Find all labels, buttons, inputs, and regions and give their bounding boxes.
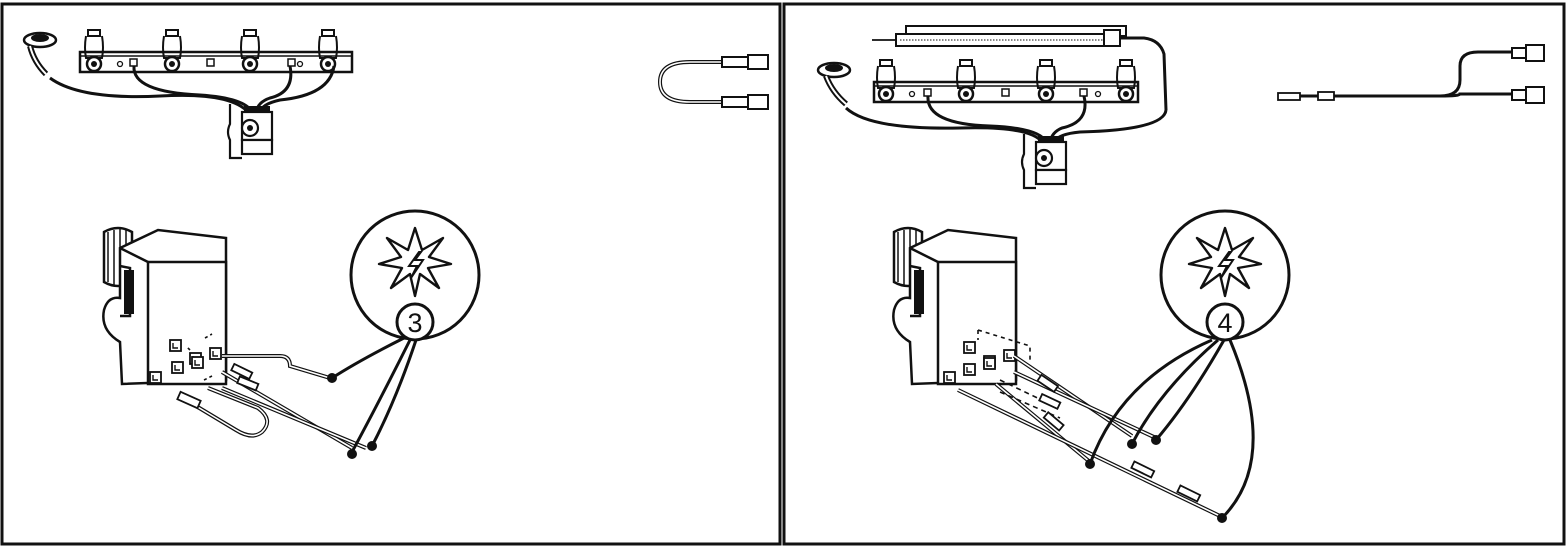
burner-manifold-icon xyxy=(22,28,354,160)
ignition-wire-icon xyxy=(1277,44,1545,104)
spark-module-icon xyxy=(892,226,1221,518)
spark-callout: 4 xyxy=(1085,209,1291,523)
spark-module-icon xyxy=(102,226,367,450)
right-panel: 4 xyxy=(816,25,1545,523)
left-panel-frame xyxy=(0,2,782,546)
ignition-wire-icon xyxy=(657,54,769,110)
callout-number-3: 3 xyxy=(407,308,422,338)
left-panel: 3 xyxy=(22,28,769,459)
callout-number-4: 4 xyxy=(1217,308,1232,338)
electrode-bar-icon xyxy=(872,25,1168,111)
burner-manifold-icon xyxy=(816,58,1168,190)
spark-callout: 3 xyxy=(327,209,481,459)
right-panel-frame xyxy=(782,2,1566,546)
